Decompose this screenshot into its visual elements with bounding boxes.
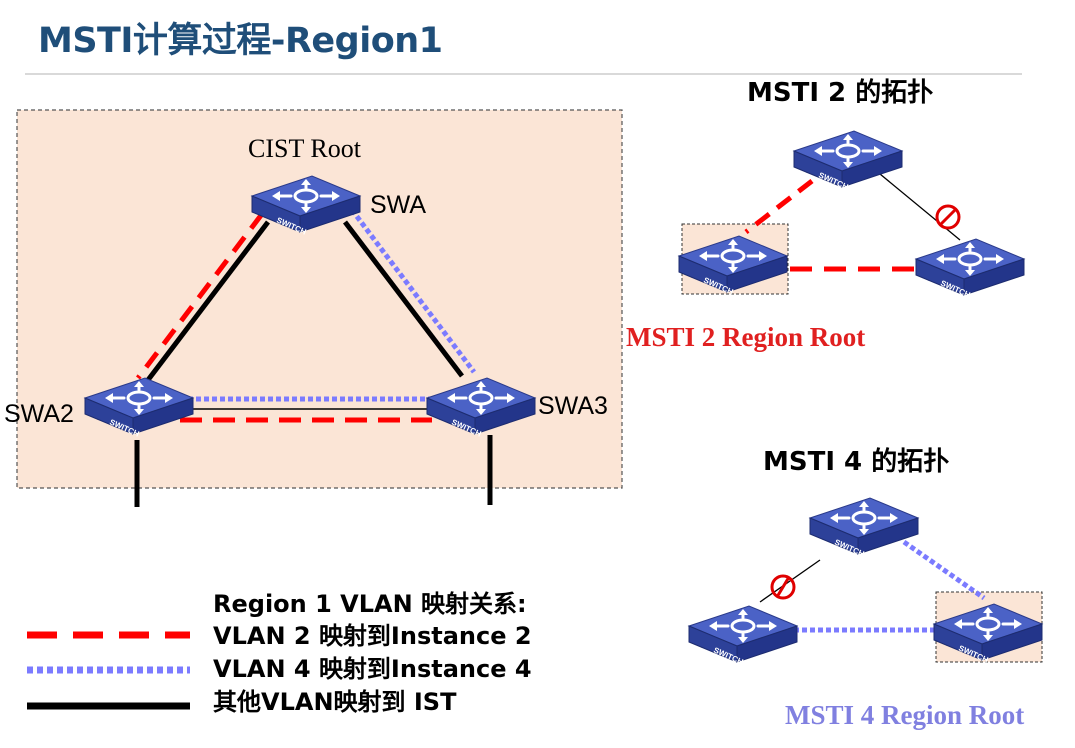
vlan2-link-swa-swa2: [136, 212, 264, 380]
msti4-link-top-left-blocked: [759, 559, 821, 603]
ist-link-swa-swa3: [343, 220, 464, 378]
legend-label-vlan2: VLAN 2 映射到Instance 2: [213, 622, 532, 650]
msti2-switch-right: SWITCH: [914, 237, 1026, 300]
cist-root-label: CIST Root: [248, 134, 362, 163]
msti4-blocked-port-icon: [770, 574, 796, 600]
msti2-title: MSTI 2 的拓扑: [747, 77, 933, 108]
swa2-label: SWA2: [4, 400, 74, 428]
vlan4-link-swa-swa3: [350, 208, 476, 374]
msti2-link-top-left: [744, 179, 814, 234]
swa-label: SWA: [370, 191, 426, 219]
region1-box: [16, 109, 623, 489]
ist-link-swa-swa2: [146, 220, 270, 382]
msti4-title: MSTI 4 的拓扑: [763, 446, 949, 477]
msti2-region-root-label: MSTI 2 Region Root: [626, 322, 865, 352]
msti2-blocked-port-icon: [935, 204, 961, 230]
swa3-label: SWA3: [538, 392, 608, 420]
msti4-switch-top: SWITCH: [808, 496, 920, 559]
page-title: MSTI计算过程-Region1: [38, 21, 443, 61]
msti4-switch-left: SWITCH: [687, 604, 799, 667]
msti4-link-top-right: [902, 539, 986, 601]
legend-label-vlan4: VLAN 4 映射到Instance 4: [213, 655, 532, 683]
legend-heading: Region 1 VLAN 映射关系:: [213, 590, 527, 618]
msti4-region-root-label: MSTI 4 Region Root: [785, 700, 1024, 730]
legend: Region 1 VLAN 映射关系: VLAN 2 映射到Instance 2…: [27, 590, 532, 716]
legend-label-ist: 其他VLAN映射到 IST: [213, 688, 457, 716]
